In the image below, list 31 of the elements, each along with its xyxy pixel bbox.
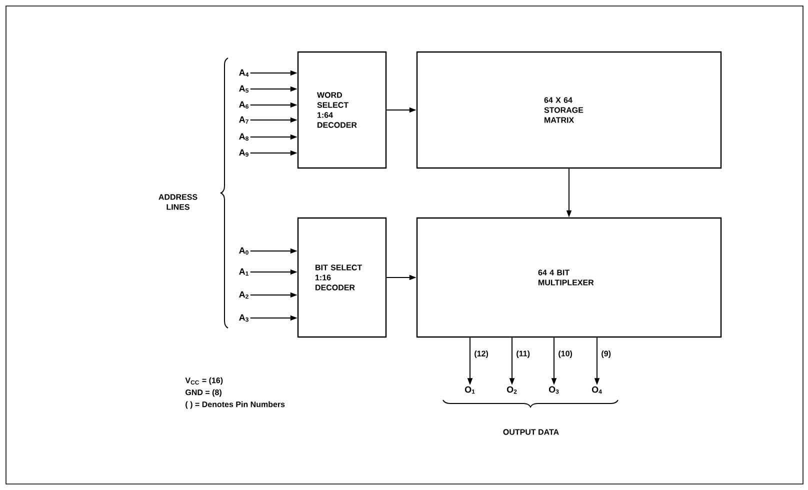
block-box (416, 217, 722, 338)
pin-number: (12) (473, 350, 490, 359)
signal-label: A$_{3}$ (239, 314, 248, 322)
block-label: BIT SELECT 1:16 DECODER (316, 264, 362, 290)
signal-label: A$_{7}$ (239, 116, 248, 124)
block-label: 64 X 64 STORAGE MATRIX (544, 97, 584, 123)
signal-label: A$_{1}$ (239, 268, 248, 276)
block-box (297, 217, 387, 338)
signal-label: O$_{3}$ (548, 386, 559, 394)
signal-label: A$_{5}$ (239, 85, 248, 93)
pin-number: (11) (515, 350, 531, 359)
signal-label: A$_{0}$ (239, 247, 248, 255)
note-text: V$_{CC}$ = (16) (185, 377, 223, 385)
signal-label: O$_{4}$ (592, 386, 602, 394)
pin-number: (9) (600, 350, 612, 359)
note-text: GND = (8) (186, 389, 222, 397)
signal-label: A$_{9}$ (239, 149, 248, 157)
note-text: OUTPUT DATA (503, 429, 559, 435)
note-text: ( ) = Denotes Pin Numbers (186, 401, 285, 409)
block-box (416, 51, 722, 169)
block-label: WORD SELECT 1:64 DECODER (317, 92, 357, 128)
pin-number: (10) (557, 350, 574, 359)
signal-label: O$_{2}$ (506, 386, 517, 394)
signal-label: A$_{2}$ (239, 291, 248, 299)
block-label: 64 4 BIT MULTIPLEXER (538, 270, 594, 286)
signal-label: A$_{8}$ (239, 133, 248, 141)
note-text: ADDRESS LINES (158, 194, 198, 210)
signal-label: A$_{4}$ (239, 69, 249, 77)
signal-label: A$_{6}$ (239, 101, 248, 109)
block-box (297, 51, 387, 169)
signal-label: O$_{1}$ (464, 386, 475, 394)
